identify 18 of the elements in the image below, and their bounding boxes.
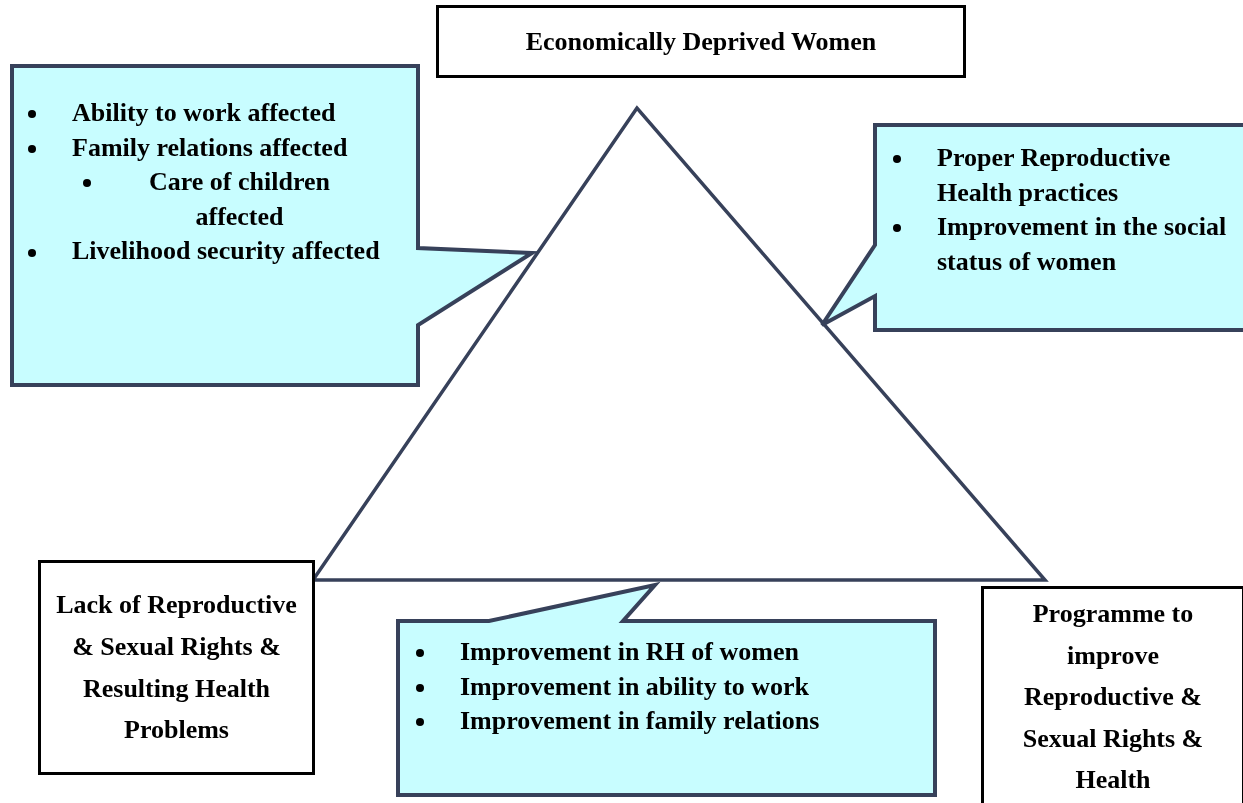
box-text: Lack of Reproductive & Sexual Rights & Resulting Health Problems (55, 589, 298, 747)
bullet-text: Care of children affected (148, 166, 331, 233)
label-box (436, 5, 966, 78)
bullet-text: Improvement in family relations (460, 705, 821, 738)
bullet-text: Livelihood security affected (72, 235, 381, 268)
label-box (981, 586, 1243, 803)
box-text: Economically Deprived Women (524, 25, 878, 58)
bullet-text: Proper Reproductive Health practices (937, 142, 1172, 209)
bullet-text: Improvement in the social status of women (937, 211, 1228, 278)
bullet-text: Improvement in ability to work (460, 670, 811, 703)
bullet-text: Ability to work affected (72, 97, 337, 129)
bullet-text: Improvement in RH of women (460, 636, 800, 668)
callout-box (10, 64, 536, 387)
label-box (38, 560, 315, 775)
bullet-text: Family relations affected (72, 131, 349, 164)
callout-box (396, 583, 937, 797)
callout-box (820, 123, 1243, 332)
box-text: Programme to improve Reproductive & Sexual Rights & Health (1021, 598, 1205, 797)
